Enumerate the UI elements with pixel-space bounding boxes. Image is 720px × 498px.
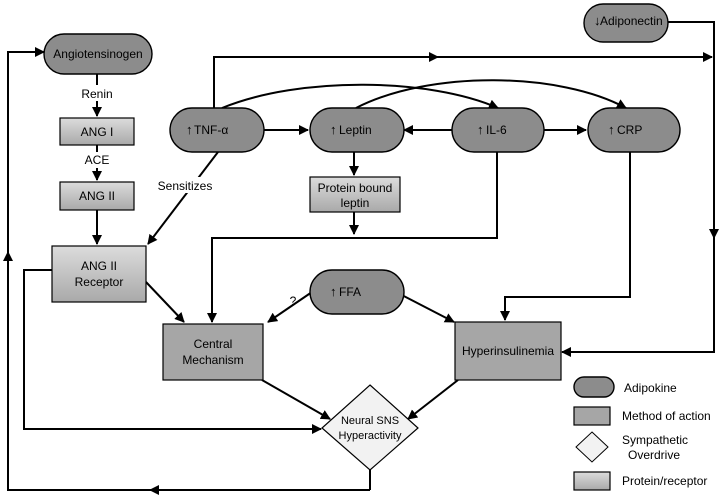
edge-tnf-receptor <box>147 151 219 245</box>
edge-labels: Renin ACE Sensitizes ? <box>80 85 297 308</box>
label-question: ? <box>290 294 297 308</box>
edge-crp-hyperinsulinemia <box>500 152 631 321</box>
hyperinsulinemia-label: Hyperinsulinemia <box>462 344 554 358</box>
up-arrow-icon: ↑ <box>608 122 615 137</box>
edge-adiponectin-hyperinsulinemia <box>561 21 715 357</box>
legend-method: Method of action <box>573 406 711 426</box>
legend-sympathetic-label-line1: Sympathetic <box>622 433 688 447</box>
central-label-line2: Mechanism <box>182 353 243 367</box>
node-tnf-alpha: ↑ TNF-α <box>169 107 265 153</box>
protein-bound-label-line1: Protein bound <box>318 181 393 195</box>
node-ang2-receptor: ANG II Receptor <box>51 245 147 303</box>
label-sensitizes: Sensitizes <box>158 179 213 193</box>
edge-tnf-il6 <box>221 83 499 109</box>
receptor-label-line2: Receptor <box>75 275 124 289</box>
edge-tnf-top-rail <box>213 52 713 108</box>
node-angiotensinogen: Angiotensinogen <box>43 33 153 75</box>
node-il6: ↑ IL-6 <box>451 107 545 153</box>
edge-ffa-hyperinsulinemia <box>395 291 455 323</box>
up-arrow-icon: ↑ <box>330 122 337 137</box>
ang2-label: ANG II <box>79 189 115 203</box>
edges <box>2 21 719 495</box>
angiotensinogen-label: Angiotensinogen <box>53 47 142 61</box>
sns-label-line1: Neural SNS <box>341 415 399 427</box>
label-ace: ACE <box>85 153 110 167</box>
edge-il6-central <box>207 152 498 323</box>
node-central-mechanism: Central Mechanism <box>162 323 264 381</box>
adiponectin-label: Adiponectin <box>600 14 663 28</box>
up-arrow-icon: ↑ <box>477 122 484 137</box>
node-adiponectin: ↓ Adiponectin <box>583 3 669 43</box>
node-ang2: ANG II <box>59 181 135 211</box>
legend-protein-label: Protein/receptor <box>622 474 707 488</box>
down-arrow-icon: ↓ <box>594 13 601 28</box>
legend-protein: Protein/receptor <box>573 471 707 491</box>
up-arrow-icon: ↑ <box>330 284 337 299</box>
sns-label-line2: Hyperactivity <box>339 430 402 442</box>
edge-central-sns <box>261 379 331 420</box>
edge-receptor-sns <box>23 269 322 434</box>
node-leptin: ↑ Leptin <box>309 107 405 153</box>
crp-label: CRP <box>617 123 642 137</box>
legend-adipokine: Adipokine <box>573 376 677 398</box>
legend: Adipokine Method of action Sympathetic O… <box>573 376 711 491</box>
il6-label: IL-6 <box>486 123 507 137</box>
node-ffa: ↑ FFA <box>309 269 405 315</box>
protein-bound-label-line2: leptin <box>341 196 370 210</box>
up-arrow-icon: ↑ <box>186 122 193 137</box>
edge-ffa-central <box>267 291 313 323</box>
edge-hyperinsulinemia-sns <box>407 379 459 420</box>
node-hyperinsulinemia: Hyperinsulinemia <box>454 321 562 381</box>
node-crp: ↑ CRP <box>587 107 681 153</box>
ffa-label: FFA <box>339 285 361 299</box>
central-label-line1: Central <box>194 337 233 351</box>
node-neural-sns: Neural SNS Hyperactivity <box>321 384 419 471</box>
node-protein-bound-leptin: Protein bound leptin <box>309 176 401 213</box>
edge-receptor-central <box>145 281 185 323</box>
legend-adipokine-label: Adipokine <box>624 381 677 395</box>
edge-leptin-crp <box>355 79 627 109</box>
legend-sympathetic-label-line2: Overdrive <box>628 448 680 462</box>
label-renin: Renin <box>81 87 112 101</box>
legend-sympathetic: Sympathetic Overdrive <box>575 431 688 463</box>
legend-method-label: Method of action <box>622 409 711 423</box>
receptor-label-line1: ANG II <box>81 259 117 273</box>
ang1-label: ANG I <box>81 125 114 139</box>
leptin-label: Leptin <box>339 123 372 137</box>
node-ang1: ANG I <box>59 117 135 146</box>
tnf-label: TNF-α <box>194 123 228 137</box>
